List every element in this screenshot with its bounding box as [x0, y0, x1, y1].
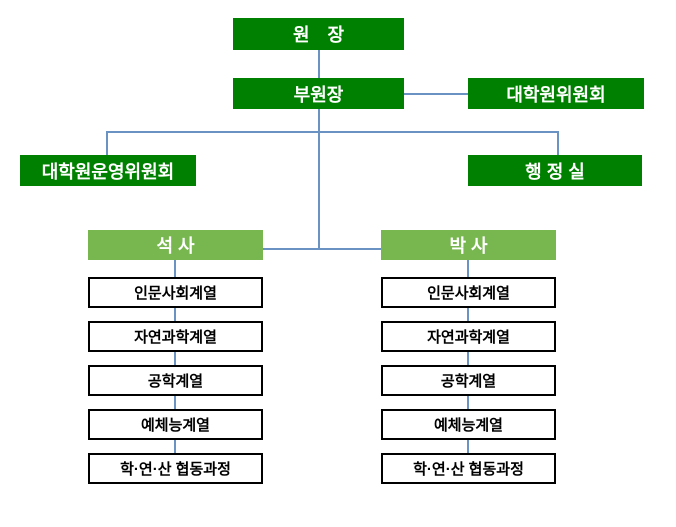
- masters-track-1-label: 자연과학계열: [134, 329, 217, 346]
- connector-doctorate-track-4: [467, 440, 469, 453]
- node-operating-committee: 대학원운영위원회: [20, 155, 196, 186]
- doctorate-track-4-label: 학·연·산 협동과정: [413, 461, 524, 478]
- node-masters-track-4: 학·연·산 협동과정: [88, 453, 263, 484]
- doctorate-track-0-label: 인문사회계열: [427, 285, 510, 302]
- node-masters-track-1: 자연과학계열: [88, 321, 263, 352]
- doctorate-track-2-label: 공학계열: [440, 373, 497, 390]
- node-doctorate-track-4: 학·연·산 협동과정: [381, 453, 556, 484]
- node-vice-director-label: 부원장: [293, 84, 344, 105]
- node-masters-label: 석 사: [156, 236, 195, 256]
- node-masters-track-2: 공학계열: [88, 365, 263, 396]
- connector-masters-track-4: [174, 440, 176, 453]
- node-masters: 석 사: [88, 230, 263, 260]
- masters-track-2-label: 공학계열: [147, 373, 204, 390]
- connector-doctorate-track-1: [467, 308, 469, 321]
- node-graduate-committee-label: 대학원위원회: [506, 84, 606, 105]
- node-doctorate-track-1: 자연과학계열: [381, 321, 556, 352]
- node-doctorate-track-3: 예체능계열: [381, 409, 556, 440]
- doctorate-track-1-label: 자연과학계열: [427, 329, 510, 346]
- connector-row-bar: [106, 131, 559, 133]
- connector-main-trunk: [318, 131, 320, 250]
- node-vice-director: 부원장: [233, 78, 404, 109]
- masters-track-4-label: 학·연·산 협동과정: [120, 461, 231, 478]
- node-doctorate-label: 박 사: [449, 236, 488, 256]
- connector-masters-track-0: [174, 260, 176, 277]
- masters-track-3-label: 예체능계열: [140, 417, 210, 434]
- connector-masters-track-3: [174, 396, 176, 409]
- connector-masters-track-2: [174, 352, 176, 365]
- node-doctorate-track-2: 공학계열: [381, 365, 556, 396]
- connector-director-vice: [318, 50, 320, 78]
- node-doctorate-track-0: 인문사회계열: [381, 277, 556, 308]
- connector-doctorate-track-0: [467, 260, 469, 277]
- node-director: 원 장: [233, 18, 404, 50]
- connector-vice-trunk: [318, 109, 320, 132]
- doctorate-track-3-label: 예체능계열: [433, 417, 503, 434]
- node-admin-office: 행 정 실: [468, 155, 642, 186]
- node-operating-committee-label: 대학원운영위원회: [41, 161, 175, 182]
- node-director-label: 원 장: [292, 25, 345, 45]
- connector-doctorate-track-2: [467, 352, 469, 365]
- masters-track-0-label: 인문사회계열: [134, 285, 217, 302]
- node-admin-office-label: 행 정 실: [525, 161, 585, 182]
- connector-masters-track-1: [174, 308, 176, 321]
- connector-doctorate-track-3: [467, 396, 469, 409]
- node-graduate-committee: 대학원위원회: [468, 78, 644, 109]
- node-doctorate: 박 사: [381, 230, 556, 260]
- connector-operating-drop: [106, 131, 108, 155]
- node-masters-track-0: 인문사회계열: [88, 277, 263, 308]
- connector-vice-committee: [404, 93, 468, 95]
- node-masters-track-3: 예체능계열: [88, 409, 263, 440]
- connector-admin-drop: [557, 131, 559, 155]
- connector-masters-doctorate-bar: [263, 248, 381, 250]
